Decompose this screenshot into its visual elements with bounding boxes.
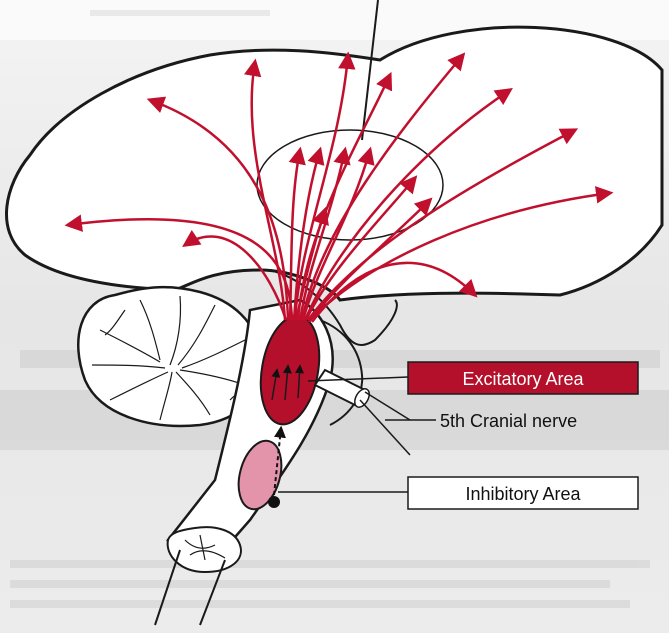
inhibitory-dot: [268, 496, 280, 508]
inhibitory-label: Inhibitory Area: [465, 484, 581, 504]
cranial-nerve-label: 5th Cranial nerve: [440, 411, 577, 431]
excitatory-label: Excitatory Area: [462, 369, 584, 389]
